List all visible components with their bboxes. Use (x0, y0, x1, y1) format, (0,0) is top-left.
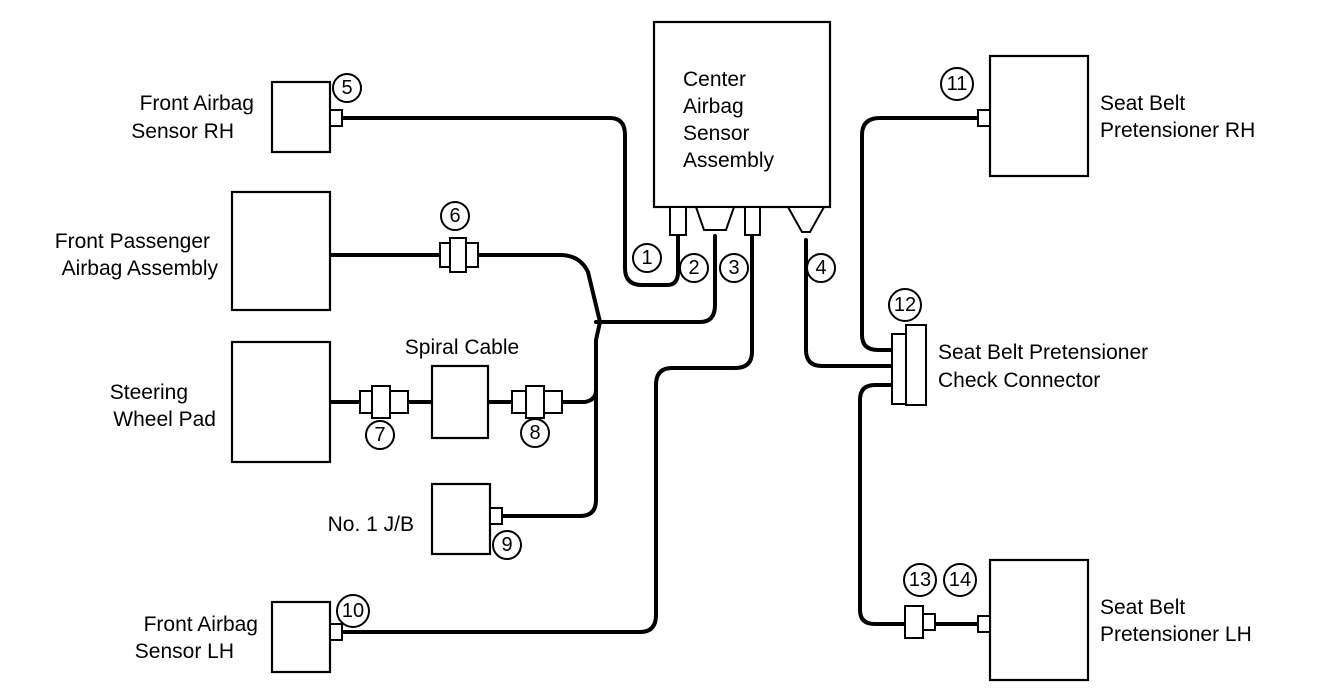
center-plug-1 (669, 206, 687, 236)
center-sensor-label: Center Airbag Sensor Assembly (683, 68, 775, 172)
pretensioner-rh-label: Seat Belt Pretensioner RH (1100, 92, 1255, 142)
wire-steering-wheel (328, 388, 598, 404)
front-passenger-airbag-label: Front Passenger Airbag Assembly (55, 230, 219, 280)
wire-connector-2 (594, 234, 717, 324)
center-plug-4 (786, 206, 826, 233)
callout-10-text: 10 (342, 600, 364, 622)
steering-wheel-pad-box (230, 340, 332, 464)
callout-6: 6 (440, 201, 470, 231)
pretensioner-lh-label: Seat Belt Pretensioner LH (1100, 596, 1252, 646)
callout-14: 14 (943, 563, 977, 597)
front-sensor-lh-line-1: Front Airbag (144, 613, 258, 636)
jb-plug (489, 507, 503, 525)
callout-11-text: 11 (947, 73, 968, 95)
front-passenger-airbag-line-2: Airbag Assembly (62, 257, 219, 280)
front-sensor-lh-line-2: Sensor LH (135, 640, 234, 663)
check-connector-body (891, 333, 907, 405)
pretensioner-rh-line-1: Seat Belt (1100, 92, 1185, 115)
front-sensor-lh-plug (329, 623, 343, 641)
callout-14-text: 14 (949, 569, 971, 591)
front-passenger-airbag-line-1: Front Passenger (55, 230, 210, 253)
pretensioner-rh-box (988, 54, 1090, 178)
callout-8: 8 (520, 418, 550, 448)
callout-4-text: 4 (815, 257, 826, 279)
center-sensor-line-1: Center (683, 68, 746, 91)
callout-10: 10 (336, 594, 370, 628)
wire-pretensioner-rh (860, 116, 980, 352)
spiral-cable-label: Spiral Cable (405, 336, 519, 359)
connector-plugs (329, 109, 991, 641)
pretensioner-lh-plug (977, 615, 991, 633)
steering-wheel-pad-label: Steering Wheel Pad (110, 381, 216, 431)
wire-front-sensor-rh (342, 116, 680, 287)
check-connector-line-2: Check Connector (938, 369, 1100, 392)
callout-5: 5 (332, 73, 362, 103)
steering-wheel-pad-line-1: Steering (110, 381, 188, 404)
callout-1: 1 (632, 243, 662, 273)
front-sensor-rh-label: Front Airbag Sensor RH (131, 92, 254, 143)
callout-8-text: 8 (529, 422, 540, 444)
check-connector-line-1: Seat Belt Pretensioner (938, 341, 1148, 364)
center-plug-2 (694, 206, 736, 231)
callout-3: 3 (719, 253, 749, 283)
wire-pretensioner-lh (858, 383, 980, 626)
front-sensor-rh-plug (329, 109, 343, 127)
inline-connector-6-body (449, 237, 467, 273)
callout-2-text: 2 (688, 257, 699, 279)
front-sensor-lh-box (270, 600, 332, 674)
pretensioner-lh-box (988, 558, 1090, 682)
callout-4: 4 (806, 253, 836, 283)
front-sensor-rh-box (270, 80, 332, 154)
check-connector-face (905, 324, 927, 406)
front-passenger-airbag-box (230, 190, 332, 312)
pretensioner-lh-line-2: Pretensioner LH (1100, 623, 1252, 646)
connector-13-tip (922, 613, 936, 631)
callout-2: 2 (679, 253, 709, 283)
center-plug-3 (744, 206, 761, 236)
center-sensor-line-2: Airbag (683, 95, 744, 118)
wire-trunk (498, 320, 602, 518)
callout-7-text: 7 (374, 424, 385, 446)
center-airbag-sensor-box (652, 20, 832, 209)
callout-3-text: 3 (728, 257, 739, 279)
callout-11: 11 (940, 67, 974, 101)
callout-6-text: 6 (449, 205, 460, 227)
front-sensor-rh-line-1: Front Airbag (140, 92, 254, 115)
center-sensor-line-4: Assembly (683, 149, 775, 172)
callout-12: 12 (888, 288, 922, 322)
spiral-cable-box (430, 364, 490, 440)
pretensioner-lh-line-1: Seat Belt (1100, 596, 1185, 619)
callout-7: 7 (365, 420, 395, 450)
callout-13: 13 (903, 563, 937, 597)
jb-label: No. 1 J/B (328, 513, 414, 536)
callout-12-text: 12 (894, 294, 916, 316)
callout-1-text: 1 (641, 247, 652, 269)
callout-9: 9 (492, 530, 522, 560)
jb-box (430, 482, 492, 556)
pretensioner-rh-plug (977, 109, 991, 127)
inline-connector-8-body (525, 385, 545, 419)
front-sensor-lh-label: Front Airbag Sensor LH (135, 613, 258, 663)
center-sensor-line-3: Sensor (683, 122, 750, 145)
wire-front-sensor-lh (342, 234, 754, 634)
check-connector-label: Seat Belt Pretensioner Check Connector (938, 341, 1148, 392)
callout-13-text: 13 (909, 569, 931, 591)
connector-13-plug (904, 605, 924, 639)
callout-9-text: 9 (501, 534, 512, 556)
front-sensor-rh-line-2: Sensor RH (131, 120, 234, 143)
wire-front-passenger-airbag (328, 253, 602, 324)
inline-connector-7-body (371, 385, 391, 419)
wiring-harness (328, 116, 980, 634)
steering-wheel-pad-line-2: Wheel Pad (113, 408, 216, 431)
callout-5-text: 5 (341, 77, 352, 99)
wire-connector-4 (804, 238, 892, 368)
pretensioner-rh-line-2: Pretensioner RH (1100, 119, 1255, 142)
